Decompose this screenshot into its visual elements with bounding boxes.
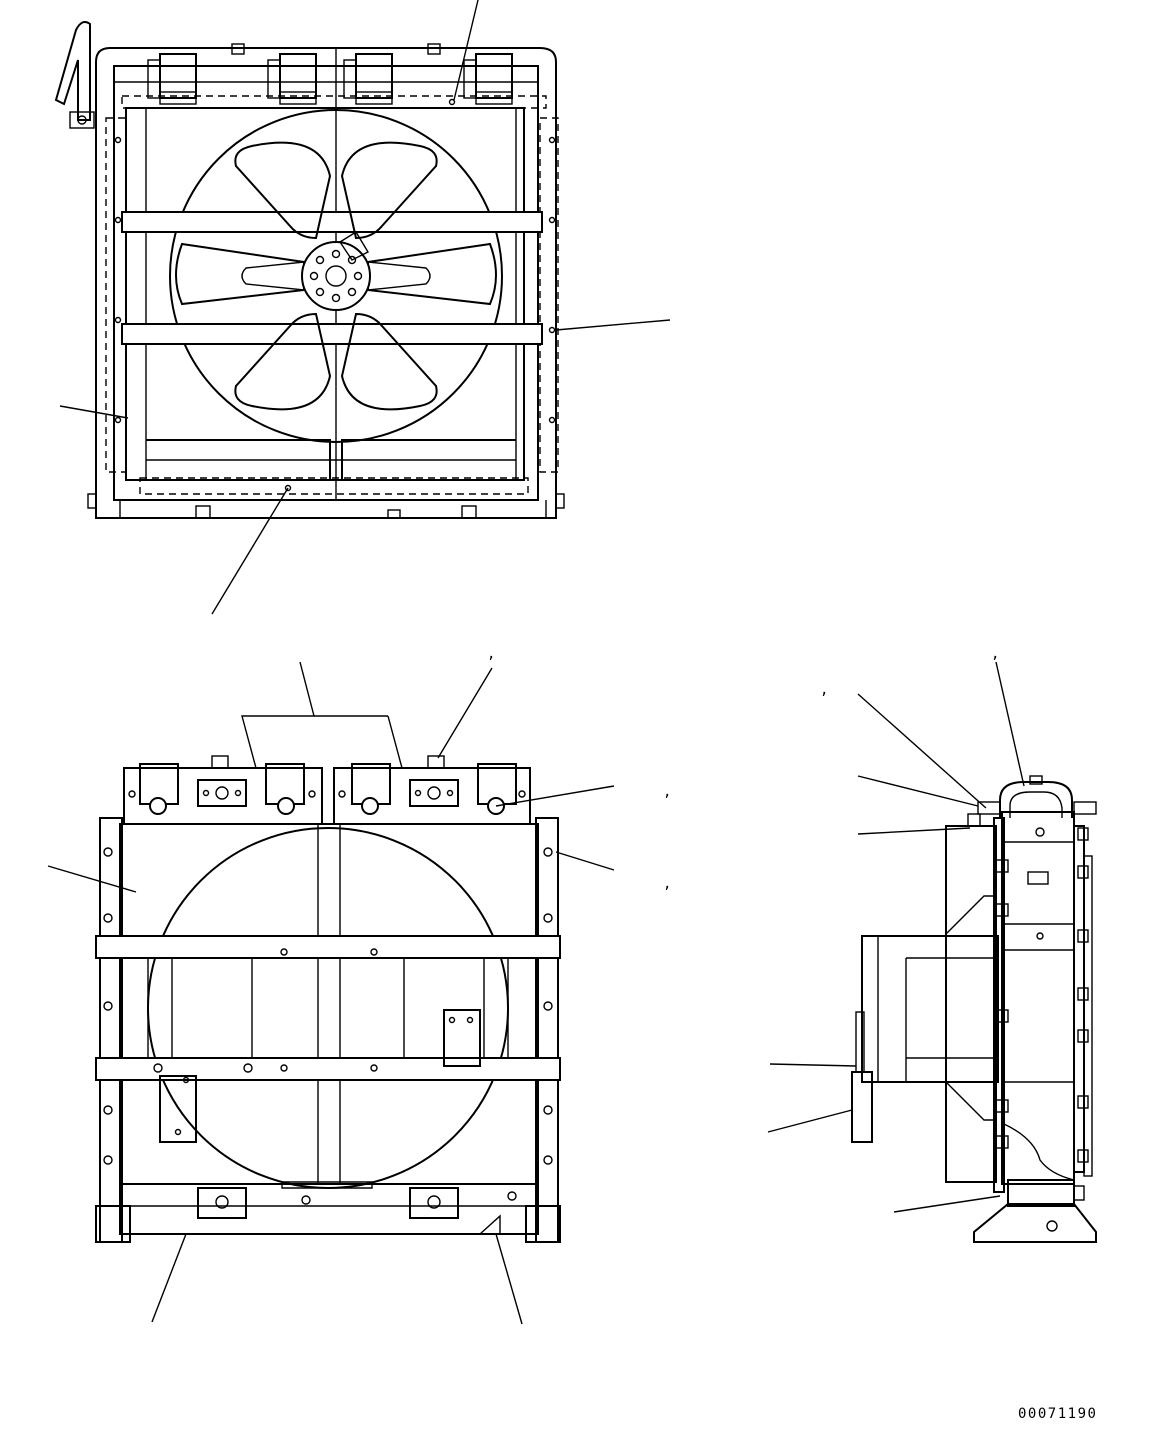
front-view-radiator-guard — [47, 661, 615, 1325]
top-view-fan-assembly — [54, 0, 671, 615]
callout-mark-1: , — [487, 646, 495, 662]
top-clamps — [147, 43, 513, 500]
handle — [54, 21, 95, 129]
callout-mark-4: , — [663, 784, 671, 800]
drawing-number: 00071190 — [1018, 1406, 1098, 1422]
fan-blades — [175, 141, 497, 411]
callout-mark-5: , — [663, 876, 671, 892]
callout-mark-2: , — [820, 682, 828, 698]
side-view-assembly — [767, 661, 1097, 1243]
callout-mark-3: , — [991, 646, 999, 662]
